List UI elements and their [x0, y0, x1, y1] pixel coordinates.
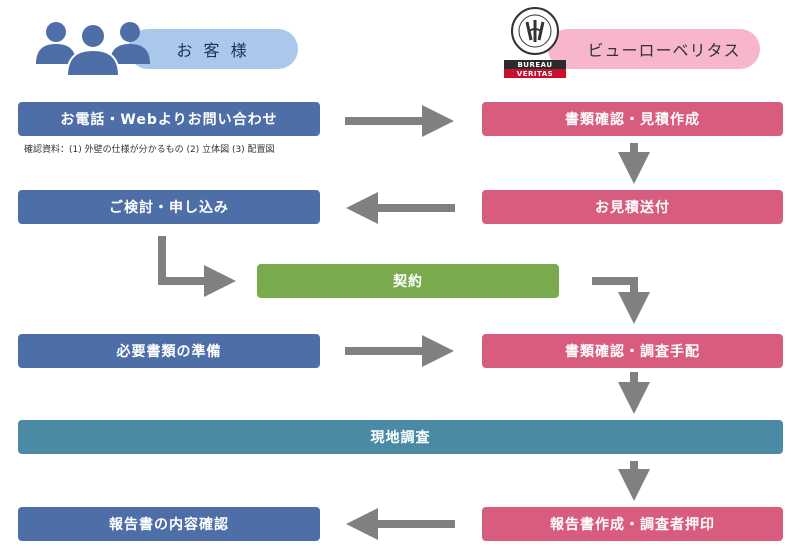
- step-contract: 契約: [257, 264, 559, 298]
- step-report-check: 報告書の内容確認: [18, 507, 320, 541]
- step-inquiry: お電話・Webよりお問い合わせ: [18, 102, 320, 136]
- step-report-check-label: 報告書の内容確認: [109, 517, 229, 533]
- step-report-create: 報告書作成・調査者押印: [482, 507, 783, 541]
- step-report-create-label: 報告書作成・調査者押印: [550, 517, 715, 533]
- inquiry-note: 確認資料：(1) 外壁の仕様が分かるもの (2) 立体図 (3) 配置図: [24, 145, 275, 155]
- step-review-label: ご検討・申し込み: [109, 200, 229, 216]
- step-contract-label: 契約: [393, 274, 423, 290]
- step-doc-check-estimate-label: 書類確認・見積作成: [565, 112, 700, 128]
- step-doc-check-plan-label: 書類確認・調査手配: [565, 344, 700, 360]
- step-prepare: 必要書類の準備: [18, 334, 320, 368]
- logo-line-bureau: BUREAU: [504, 60, 566, 69]
- bureau-veritas-seal-icon: [511, 7, 559, 55]
- bureau-veritas-logo: BUREAU VERITAS: [504, 2, 566, 78]
- bv-header-label: ビューローベリタス: [587, 41, 741, 60]
- bv-header: ビューローベリタス: [548, 29, 760, 69]
- step-site-survey: 現地調査: [18, 420, 783, 454]
- step-send-estimate-label: お見積送付: [595, 200, 670, 216]
- step-doc-check-plan: 書類確認・調査手配: [482, 334, 783, 368]
- step-inquiry-label: お電話・Webよりお問い合わせ: [60, 112, 278, 128]
- customer-header-label: お 客 様: [176, 41, 250, 60]
- logo-line-veritas: VERITAS: [504, 69, 566, 78]
- arrow-contract-to-plan: [592, 277, 650, 324]
- step-site-survey-label: 現地調査: [370, 430, 431, 446]
- customer-header: お 客 様: [128, 29, 298, 69]
- arrow-review-to-contract: [158, 236, 236, 297]
- step-review: ご検討・申し込み: [18, 190, 320, 224]
- step-doc-check-estimate: 書類確認・見積作成: [482, 102, 783, 136]
- step-prepare-label: 必要書類の準備: [116, 344, 222, 360]
- people-group-icon: [36, 22, 150, 77]
- step-send-estimate: お見積送付: [482, 190, 783, 224]
